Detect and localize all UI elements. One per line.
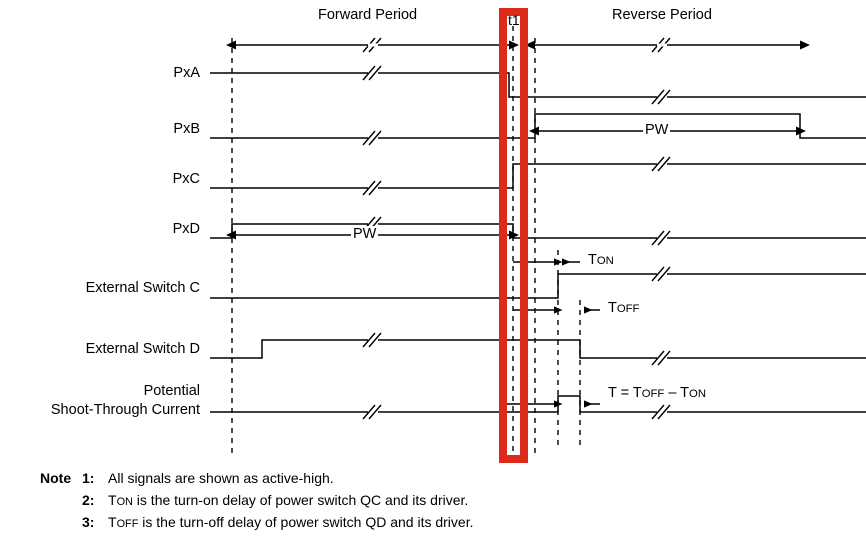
note-number-2: 2: (82, 492, 95, 508)
signal-label-shoot-through-line2: Shoot-Through Current (50, 402, 200, 418)
forward-period-title: Forward Period (318, 7, 418, 23)
note-3-post: is the turn-off delay of power switch QD… (138, 514, 474, 530)
t-equation-lead: T = (608, 385, 633, 401)
pw-right-label: PW (643, 122, 671, 138)
signal-label-external-switch-c: External Switch C (85, 280, 200, 296)
t-equation-sub2: ON (689, 388, 706, 400)
signal-label-external-switch-d: External Switch D (85, 341, 200, 357)
ton-label-sub: ON (596, 255, 614, 267)
t-equation-t1: T (632, 385, 642, 401)
waveform-pxb (210, 113, 866, 139)
break-slash-pxc (362, 156, 671, 196)
waveform-pxd (210, 223, 866, 239)
waveform-external-switch-d (210, 339, 866, 359)
note-2-sub: ON (116, 496, 133, 508)
ton-label-t: T (588, 252, 597, 268)
note-2-post: is the turn-on delay of power switch QC … (132, 492, 469, 508)
note-text-2: TON is the turn-on delay of power switch… (108, 492, 830, 508)
ton-label: TON (586, 252, 616, 268)
waveform-pxa (210, 72, 866, 98)
break-slash-extd (362, 332, 671, 366)
waveform-pxc (210, 163, 866, 189)
t-equation-t2: T (680, 385, 690, 401)
note-number-3: 3: (82, 514, 95, 530)
break-slash-shoot (362, 404, 671, 420)
signal-label-pxd: PxD (172, 221, 200, 237)
break-slash-pxd (362, 216, 671, 246)
t1-label: t1 (508, 12, 520, 28)
toff-label-sub: OFF (616, 303, 640, 315)
note-text-1: All signals are shown as active-high. (108, 470, 334, 486)
toff-label: TOFF (606, 300, 642, 316)
t-equation-sub1: OFF (641, 388, 665, 400)
note-2-t: T (108, 492, 117, 508)
note-row-3: 3: TOFF is the turn-off delay of power s… (40, 514, 830, 530)
notes-block: Note 1: All signals are shown as active-… (40, 470, 830, 536)
t-equation-label: T = TOFF – TON (606, 385, 708, 401)
note-text-3: TOFF is the turn-off delay of power swit… (108, 514, 830, 530)
reverse-period-title: Reverse Period (612, 7, 712, 23)
signal-label-shoot-through-line1: Potential (143, 383, 200, 399)
break-slash-pxa (362, 65, 671, 105)
note-3-sub: OFF (116, 518, 139, 530)
note-3-t: T (108, 514, 117, 530)
break-slash-pxb (362, 130, 382, 146)
signal-label-pxc: PxC (172, 171, 200, 187)
signal-label-pxa: PxA (173, 65, 200, 81)
note-word: Note (40, 470, 72, 486)
note-row-1: Note 1: All signals are shown as active-… (40, 470, 830, 486)
break-slash-extc (651, 266, 671, 282)
t1-highlight-box (499, 8, 528, 463)
t-equation-mid: – (664, 385, 681, 401)
waveform-external-switch-c (210, 273, 866, 299)
note-number-1: 1: (82, 470, 95, 486)
signal-label-pxb: PxB (173, 121, 200, 137)
note-row-2: 2: TON is the turn-on delay of power swi… (40, 492, 830, 508)
toff-label-t: T (608, 300, 617, 316)
pw-left-label: PW (351, 226, 379, 242)
